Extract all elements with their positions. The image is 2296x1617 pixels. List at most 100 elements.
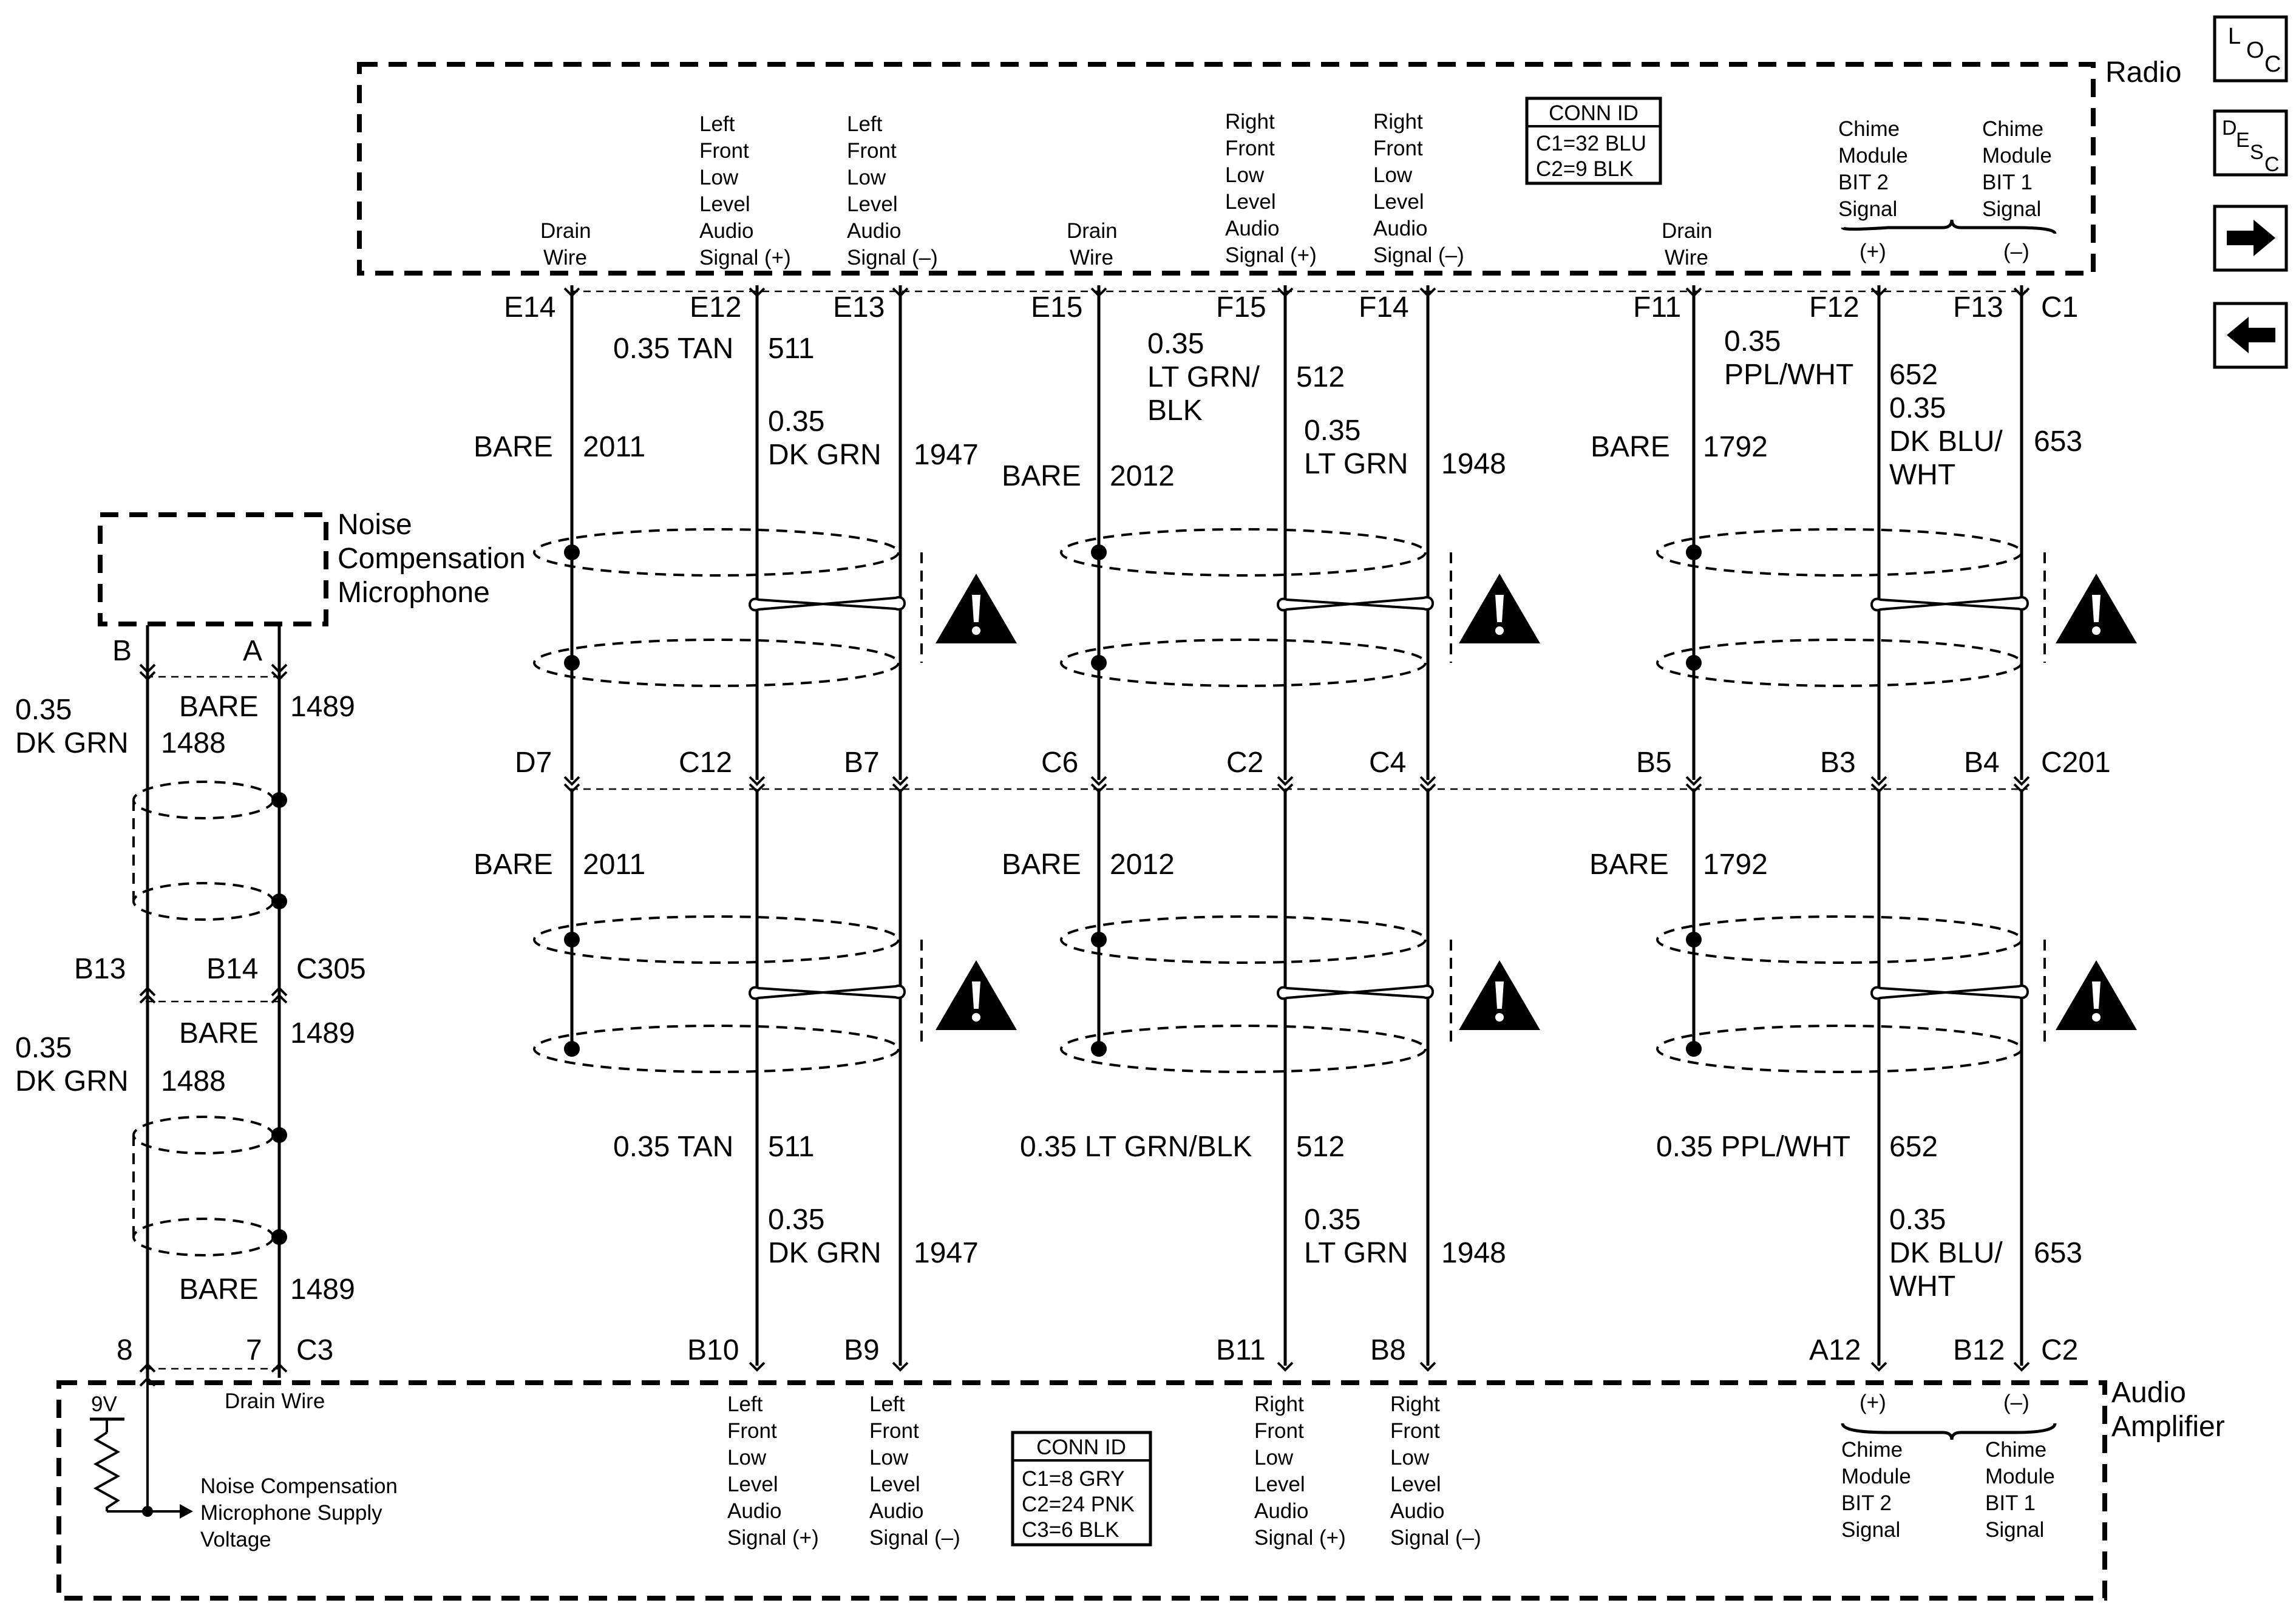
wire-label: LT GRN — [1304, 1237, 1408, 1269]
supply-label: Microphone Supply — [200, 1501, 382, 1525]
wire-label: 1489 — [290, 691, 355, 723]
terminal-label: A — [243, 635, 262, 667]
wire-label: 2012 — [1110, 849, 1175, 881]
chime-neg-label: (–) — [2003, 240, 2029, 263]
terminal-label: B11 — [1216, 1334, 1266, 1366]
wire-label: 0.35 — [1889, 1204, 1946, 1236]
microphone-outline — [98, 512, 328, 626]
amp-pin-label: Front — [869, 1419, 919, 1443]
shield-group-lower — [533, 915, 2046, 1073]
wire-label: 1792 — [1703, 431, 1768, 463]
c201-terminals: D7 C12 B7 C6 C2 C4 B5 B3 B4 C201 — [515, 747, 2111, 779]
mic-wires — [132, 625, 288, 1378]
wire-label: 652 — [1889, 359, 1938, 391]
previous-button[interactable] — [2213, 302, 2288, 369]
radio-pin-label: Drain — [1067, 219, 1118, 243]
amp-pin-label: Front — [727, 1419, 777, 1443]
radio-conn-id-line: C1=32 BLU — [1536, 132, 1646, 155]
amp-chime-neg: (–) — [2003, 1391, 2029, 1414]
radio-pin-label: BIT 1 — [1982, 171, 2033, 194]
nav-buttons: L O C D E S C — [2213, 15, 2288, 369]
radio-component: Radio CONN ID C1=32 BLU C2=9 BLK Drain W… — [357, 56, 2181, 276]
connector-chevrons — [563, 287, 2030, 1372]
arrow-right-icon — [2227, 220, 2275, 256]
warning-icon — [936, 960, 1017, 1030]
radio-pin-label: Signal — [1838, 197, 1897, 221]
wire-label: 0.35 — [15, 1032, 72, 1064]
amp-pin-label: Audio — [1390, 1499, 1445, 1523]
desc-letter: S — [2250, 141, 2264, 164]
wire-label: 0.35 — [1889, 392, 1946, 424]
radio-pin-descriptions: Drain Wire Left Front Low Level Audio Si… — [540, 110, 2057, 270]
wire-label: BARE — [179, 691, 259, 723]
radio-pin-label: Wire — [1070, 246, 1113, 270]
terminal-label: C2 — [2041, 1334, 2078, 1366]
amplifier-component: Audio Amplifier Drain Wire 9V Noise Comp… — [56, 1377, 2225, 1601]
chime-pos-label: (+) — [1860, 240, 1886, 263]
microphone-title: Microphone — [338, 577, 490, 609]
wire-label: 0.35 TAN — [613, 1131, 733, 1163]
terminal-label: B13 — [74, 953, 126, 985]
radio-pin-label: Front — [1373, 137, 1423, 160]
radio-terminals: E14 E12 E13 E15 F15 F14 F11 F12 F13 C1 — [504, 291, 2078, 324]
amp-conn-id-line: C1=8 GRY — [1022, 1467, 1125, 1491]
amp-pin-label: Chime — [1985, 1438, 2046, 1462]
shield-group-upper — [533, 528, 2046, 687]
radio-pin-label: Level — [1225, 190, 1276, 214]
amp-conn-id: CONN ID C1=8 GRY C2=24 PNK C3=6 BLK — [1011, 1431, 1152, 1547]
amp-pin-label: Audio — [727, 1499, 782, 1523]
next-button[interactable] — [2213, 205, 2288, 272]
amp-pin-descriptions: Left Front Low Level Audio Signal (+) Le… — [727, 1391, 2057, 1550]
desc-letter: E — [2236, 129, 2250, 152]
radio-pin-label: Audio — [847, 219, 902, 243]
wire-label: 511 — [768, 333, 815, 365]
amp-pin-label: Signal — [1985, 1518, 2044, 1542]
wire-label: BARE — [1589, 849, 1669, 881]
terminal-label: E13 — [833, 291, 885, 324]
terminal-label: F14 — [1359, 291, 1409, 324]
wire-label: 0.35 — [768, 405, 824, 438]
loc-letter: C — [2264, 52, 2281, 77]
resistor-icon — [93, 1431, 121, 1511]
radio-pin-label: Low — [847, 166, 886, 189]
chime-bracket — [1841, 219, 2057, 234]
radio-pin-label: Audio — [699, 219, 754, 243]
location-button[interactable]: L O C — [2213, 15, 2288, 83]
wire-label: WHT — [1889, 459, 1955, 491]
amp-conn-id-title: CONN ID — [1036, 1436, 1126, 1459]
amp-terminals: B10 B9 B11 B8 A12 B12 C2 — [687, 1334, 2078, 1366]
wire-label: 653 — [2034, 1237, 2082, 1269]
wire-label: 1947 — [914, 439, 979, 471]
terminal-label: C2 — [1226, 747, 1263, 779]
warning-icons — [936, 574, 2137, 1030]
radio-pin-label: Chime — [1838, 117, 1900, 141]
radio-pin-label: Level — [1373, 190, 1424, 214]
wire-label: DK BLU/ — [1889, 1237, 2003, 1269]
wire-label: 512 — [1296, 361, 1345, 393]
wire-label: BARE — [179, 1273, 259, 1306]
wire-label: DK GRN — [15, 727, 129, 759]
terminal-label: B10 — [687, 1334, 739, 1366]
warning-icon — [2056, 574, 2137, 643]
amp-pin-label: Right — [1254, 1392, 1304, 1416]
amp-pin-label: Signal — [1841, 1518, 1900, 1542]
wire-label: 512 — [1296, 1131, 1345, 1163]
radio-title: Radio — [2105, 56, 2181, 89]
c3-terminals: 8 7 C3 — [117, 1334, 333, 1366]
amp-pin-label: Module — [1841, 1465, 1911, 1488]
radio-pin-label: BIT 2 — [1838, 171, 1889, 194]
radio-pin-label: Left — [847, 112, 883, 136]
amp-chime-pos: (+) — [1860, 1391, 1886, 1414]
amp-conn-id-line: C3=6 BLK — [1022, 1518, 1119, 1542]
description-button[interactable]: D E S C — [2213, 109, 2288, 177]
terminal-label: C4 — [1369, 747, 1406, 779]
loc-letter: O — [2246, 38, 2264, 63]
drain-dots — [564, 544, 1702, 1057]
desc-letter: C — [2264, 153, 2280, 176]
wire-label: BLK — [1147, 395, 1203, 427]
wire-label: 2011 — [583, 431, 645, 463]
wire-label: 1489 — [290, 1273, 355, 1306]
wire-label: 1948 — [1441, 1237, 1506, 1269]
terminal-label: E15 — [1031, 291, 1082, 324]
